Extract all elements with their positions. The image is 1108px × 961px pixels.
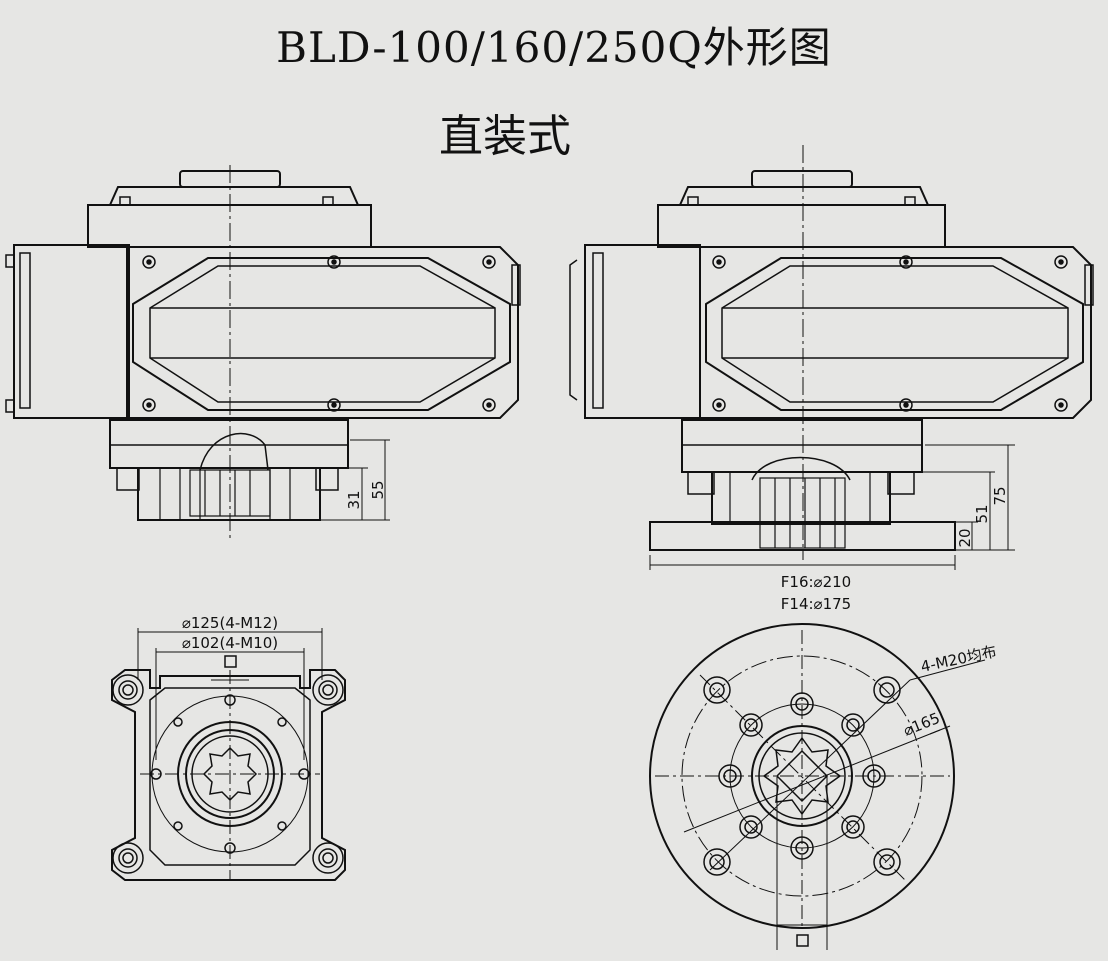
dim-right-75: 75 xyxy=(991,486,1009,505)
dim-bolt-holes: 4-M20均布 xyxy=(919,642,998,676)
dim-right-20: 20 xyxy=(956,528,974,547)
dim-flange-f16: F16:⌀210 xyxy=(781,573,851,591)
left-front-view xyxy=(5,165,521,540)
left-bottom-view xyxy=(111,628,346,881)
dim-left-31: 31 xyxy=(345,490,363,509)
drawing-subtitle: 直装式 xyxy=(439,111,571,162)
right-front-view xyxy=(569,145,1094,570)
drawing-title: BLD-100/160/250Q外形图 xyxy=(276,23,832,72)
right-bottom-view xyxy=(649,623,986,950)
dim-pcd-102: ⌀102(4-M10) xyxy=(182,634,278,652)
dim-pcd-165: ⌀165 xyxy=(901,709,943,740)
dim-flange-f14: F14:⌀175 xyxy=(781,595,851,613)
dim-right-51: 51 xyxy=(973,504,991,523)
dim-pcd-125: ⌀125(4-M12) xyxy=(182,614,278,632)
dim-left-55: 55 xyxy=(369,480,387,499)
